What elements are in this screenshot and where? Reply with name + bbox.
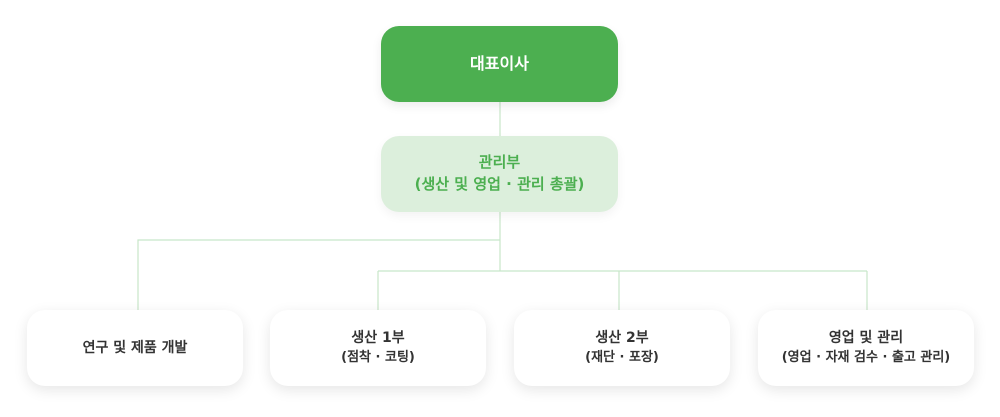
dept-node-rnd: 연구 및 제품 개발: [27, 310, 243, 386]
dept-node-production1: 생산 1부 (점착 · 코팅): [270, 310, 486, 386]
dept-node-production2: 생산 2부 (재단 · 포장): [514, 310, 730, 386]
management-subtitle: (생산 및 영업 · 관리 총괄): [414, 175, 585, 193]
dept-title: 연구 및 제품 개발: [82, 339, 188, 356]
management-node: 관리부 (생산 및 영업 · 관리 총괄): [381, 136, 618, 212]
ceo-label: 대표이사: [470, 54, 529, 74]
ceo-node: 대표이사: [381, 26, 618, 102]
dept-subtitle: (영업 · 자재 검수 · 출고 관리): [781, 349, 951, 365]
dept-title: 영업 및 관리: [828, 330, 904, 347]
dept-subtitle: (점착 · 코팅): [341, 349, 415, 365]
dept-node-sales: 영업 및 관리 (영업 · 자재 검수 · 출고 관리): [758, 310, 974, 386]
connector-rnd: [137, 239, 500, 310]
dept-title: 생산 1부: [351, 330, 405, 347]
dept-title: 생산 2부: [595, 330, 649, 347]
management-title: 관리부: [478, 153, 521, 172]
dept-subtitle: (재단 · 포장): [585, 349, 659, 365]
